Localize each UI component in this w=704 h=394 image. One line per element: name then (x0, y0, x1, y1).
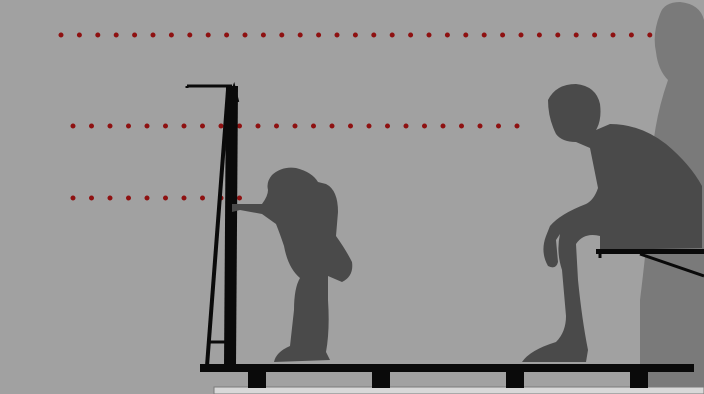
ground-strip (214, 387, 704, 394)
